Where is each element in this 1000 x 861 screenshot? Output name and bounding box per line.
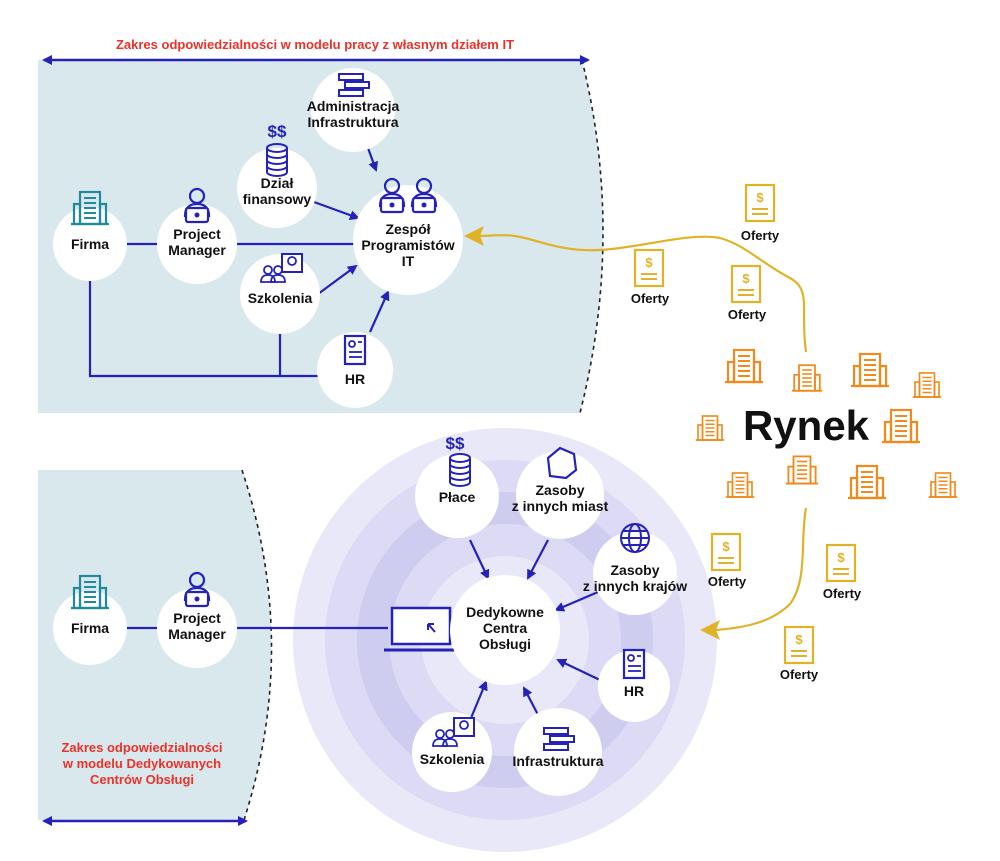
globe-icon: [620, 523, 650, 553]
offer-document-icon: [744, 183, 776, 223]
top-finance-label-2: finansowy: [243, 191, 312, 207]
bottom-hr-label: HR: [624, 683, 644, 699]
top-connectors: [88, 147, 390, 378]
bottom-panel: Zakres odpowiedzialności w modelu Dedyko…: [38, 428, 717, 852]
offer-flow-top: [477, 234, 808, 353]
top-hr-node: HR: [317, 332, 393, 408]
top-admin-node: Administracja Infrastruktura: [307, 68, 400, 152]
bottom-scope-label-2: w modelu Dedykowanych: [62, 756, 221, 771]
top-pm-label-1: Project: [173, 226, 221, 242]
top-scope-label: Zakres odpowiedzialności w modelu pracy …: [116, 37, 514, 52]
offer-arrowhead-bottom: [700, 620, 720, 640]
top-training-node: Szkolenia: [240, 253, 320, 334]
top-firma-label: Firma: [71, 236, 109, 252]
offer-label: Oferty: [780, 667, 819, 682]
other-countries-label-2: z innych krajów: [583, 578, 687, 594]
bottom-pm-label-1: Project: [173, 610, 221, 626]
other-cities-label-1: Zasoby: [535, 482, 584, 498]
bottom-firma-label: Firma: [71, 620, 109, 636]
top-dev-label-3: IT: [402, 253, 415, 269]
offer-flow-bottom: [715, 507, 808, 632]
top-firma-node: Firma: [53, 190, 127, 281]
offer-flow-lines: [477, 234, 808, 632]
laptop-icon: [384, 606, 458, 652]
other-countries-label-1: Zasoby: [610, 562, 659, 578]
top-panel-dashed-edge: [579, 59, 604, 414]
bottom-firma-node: Firma: [53, 574, 127, 665]
offer-label: Oferty: [728, 307, 767, 322]
bottom-pm-node: Project Manager: [157, 571, 237, 668]
offer-item: Oferty: [741, 183, 780, 243]
offer-item: Oferty: [631, 248, 670, 306]
service-center-label-2: Centra: [483, 620, 528, 636]
top-admin-label-1: Administracja: [307, 98, 400, 114]
other-countries-node: Zasoby z innych krajów: [583, 523, 687, 615]
top-hr-label: HR: [345, 371, 365, 387]
top-training-label: Szkolenia: [248, 290, 313, 306]
top-pm-node: Project Manager: [157, 187, 237, 284]
offer-label: Oferty: [741, 228, 780, 243]
market-label: Rynek: [743, 402, 870, 449]
bottom-scope-label-1: Zakres odpowiedzialności: [61, 740, 222, 755]
top-panel-background: [38, 60, 604, 413]
bottom-pm-label-2: Manager: [168, 626, 226, 642]
market-building-icon: [880, 408, 922, 444]
market-building-icon: [849, 352, 891, 388]
infrastructure-node: Infrastruktura: [512, 708, 604, 796]
offer-item: Oferty: [780, 625, 819, 682]
offer-document-icon: [783, 625, 815, 665]
map-region-icon: [546, 446, 578, 480]
offer-document-icon: [633, 248, 665, 288]
market-building-icon: [790, 364, 824, 392]
offer-item: Oferty: [823, 543, 862, 601]
offer-item: Oferty: [708, 532, 747, 589]
bottom-training-node: Szkolenia: [412, 712, 492, 792]
top-dev-team-node: Zespół Programistów IT: [353, 177, 463, 295]
market-building-icon: [911, 372, 943, 398]
offer-label: Oferty: [823, 586, 862, 601]
market: Rynek Oferty Oferty: [464, 183, 959, 682]
top-finance-label-1: Dział: [261, 175, 294, 191]
offer-document-icon: [730, 264, 762, 304]
offer-arrowhead-top: [464, 226, 484, 246]
market-building-icon: [927, 472, 959, 498]
bottom-scope-label-3: Centrów Obsługi: [90, 772, 194, 787]
market-building-icon: [784, 455, 820, 485]
service-center-node: Dedykowne Centra Obsługi: [450, 575, 560, 685]
offer-label: Oferty: [631, 291, 670, 306]
top-panel: Zakres odpowiedzialności w modelu pracy …: [38, 37, 604, 414]
service-center-label-1: Dedykowne: [466, 604, 544, 620]
salary-node: $$ Płace: [415, 434, 499, 538]
market-building-icon: [723, 348, 765, 384]
market-building-icon: [694, 415, 726, 441]
top-finance-node: $$ Dział finansowy: [237, 122, 317, 228]
infrastructure-label: Infrastruktura: [512, 753, 603, 769]
market-building-icon: [724, 472, 756, 498]
bottom-panel-dashed-edge: [241, 469, 273, 821]
service-center-label-3: Obsługi: [479, 636, 531, 652]
top-dev-label-1: Zespół: [385, 221, 430, 237]
offer-document-icon: [825, 543, 857, 583]
offer-item: Oferty: [728, 264, 767, 322]
bottom-panel-background: [38, 470, 272, 820]
top-dev-label-2: Programistów: [361, 237, 454, 253]
top-admin-label-2: Infrastruktura: [307, 114, 398, 130]
top-money-icon: $$: [268, 122, 287, 141]
offer-document-icon: [710, 532, 742, 572]
bottom-money-icon: $$: [446, 434, 465, 453]
bottom-hr-node: HR: [598, 648, 670, 722]
top-pm-label-2: Manager: [168, 242, 226, 258]
offer-label: Oferty: [708, 574, 747, 589]
other-cities-label-2: z innych miast: [512, 498, 609, 514]
market-building-icon: [846, 464, 888, 500]
salary-label: Płace: [439, 489, 476, 505]
bottom-training-label: Szkolenia: [420, 751, 485, 767]
other-cities-node: Zasoby z innych miast: [512, 446, 609, 539]
